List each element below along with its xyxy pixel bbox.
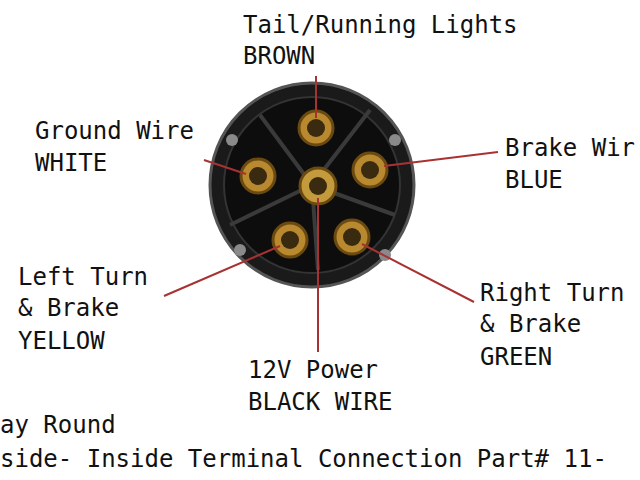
rim-screws [226,134,401,261]
wire-color: BLACK WIRE [248,387,393,418]
wire-function: Left Turn & Brake [18,262,160,324]
wire-color: YELLOW [18,326,105,357]
wire-color: GREEN [480,342,552,373]
wire-function: Tail/Running Lights [243,10,518,41]
divider-ribs [230,110,395,270]
leader-lines [164,76,498,352]
wire-function: 12V Power [248,355,378,386]
terminal-pins [241,111,387,257]
wire-function: Ground Wire [35,116,194,147]
connector-face [224,97,400,273]
wire-color: BROWN [243,41,315,72]
wire-function: Brake Wir [505,133,635,164]
wire-color: WHITE [35,148,107,179]
wire-color: BLUE [505,165,563,196]
wire-function: Right Turn & Brake [480,278,636,340]
connector-body [210,83,414,287]
caption-text: ay Round [0,410,116,441]
caption-text: side- Inside Terminal Connection Part# 1… [0,444,607,475]
